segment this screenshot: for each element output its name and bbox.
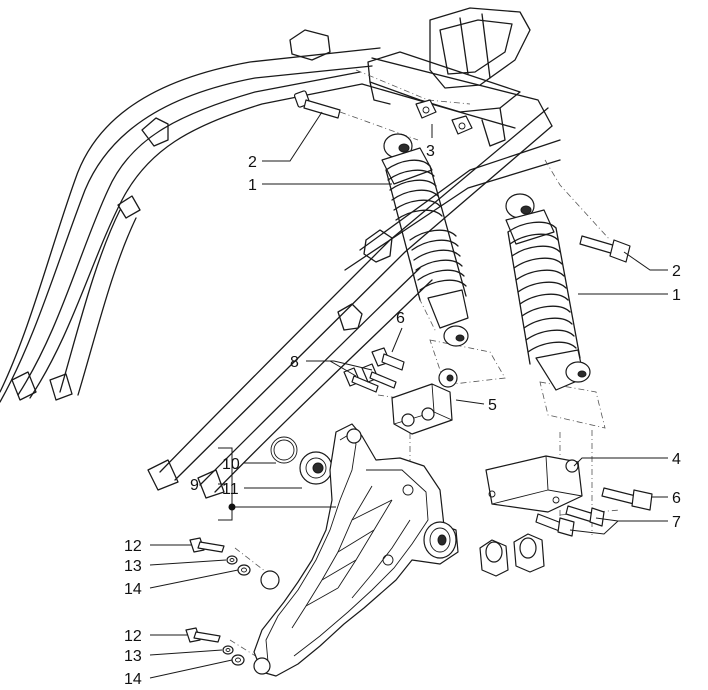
screw-12-upper: [189, 537, 225, 553]
callout-13-lower: 13: [124, 648, 142, 665]
bolt-2-upper: [293, 90, 341, 119]
callout-1-upper: 1: [248, 177, 257, 194]
bolt-6-upper: [371, 347, 405, 371]
shock-spring-right: [507, 221, 581, 365]
callout-6-upper: 6: [396, 310, 405, 327]
assembly-dot: [228, 503, 236, 511]
bracket-5: [391, 368, 458, 435]
washer-13-lower: [222, 645, 234, 655]
bolt-6-lower: [601, 487, 653, 511]
callout-numbers: 2 1 3 2 1 6 8 5 4 10 9 11 6 7 12 13 14 1…: [124, 143, 681, 688]
callout-6-lower: 6: [672, 490, 681, 507]
callout-10: 10: [222, 456, 240, 473]
callout-1-right: 1: [672, 287, 681, 304]
bolt-2-right: [579, 235, 631, 263]
bracket-4: [485, 455, 583, 513]
callout-2-right: 2: [672, 263, 681, 280]
washer-14-lower: [231, 654, 245, 666]
swing-arm: [253, 423, 459, 677]
callout-8: 8: [290, 354, 299, 371]
bearing-11: [299, 451, 333, 485]
washer-14-upper: [237, 564, 251, 576]
callout-12-upper: 12: [124, 538, 142, 555]
frame: [0, 7, 561, 499]
callout-12-lower: 12: [124, 628, 142, 645]
callout-11: 11: [222, 481, 239, 498]
shock-absorber-right: [505, 193, 591, 391]
bolts-8: [343, 363, 397, 393]
callout-13-upper: 13: [124, 558, 142, 575]
callout-4: 4: [672, 451, 681, 468]
silent-blocks: [479, 533, 545, 577]
callout-14-upper: 14: [124, 581, 142, 598]
washer-13-upper: [226, 555, 238, 565]
screw-12-lower: [185, 627, 221, 643]
leader-lines: [149, 111, 668, 679]
callout-5: 5: [488, 397, 497, 414]
shock-absorber-left: [381, 133, 469, 347]
callout-14-lower: 14: [124, 671, 142, 688]
callout-2-upper: 2: [248, 154, 257, 171]
callout-7: 7: [672, 514, 681, 531]
callout-9: 9: [190, 477, 199, 494]
bolts-7: [535, 505, 605, 537]
nuts-3: [415, 99, 473, 135]
circlip-10: [270, 436, 298, 464]
shock-spring-left: [385, 159, 467, 301]
callout-3: 3: [426, 143, 435, 160]
